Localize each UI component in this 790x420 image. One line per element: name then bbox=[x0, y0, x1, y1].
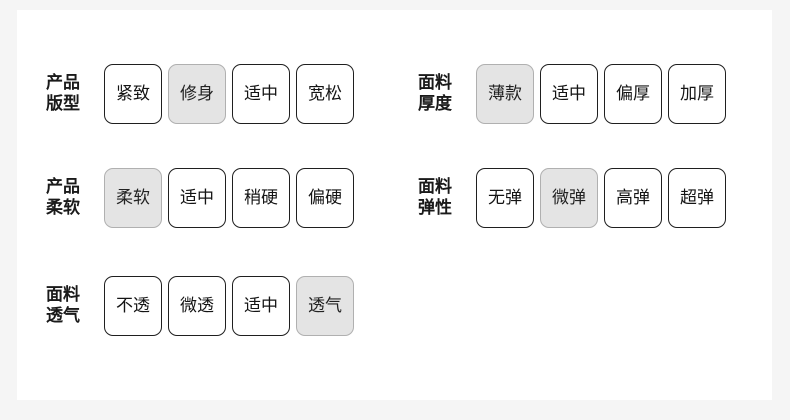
attribute-label-line: 产品 bbox=[46, 177, 80, 197]
attribute-label-line: 面料 bbox=[418, 73, 452, 93]
attribute-label: 产品版型 bbox=[46, 73, 104, 115]
option-box[interactable]: 无弹 bbox=[476, 168, 534, 228]
attribute-row: 面料弹性无弹微弹高弹超弹 bbox=[418, 168, 726, 228]
option-group: 不透微透适中透气 bbox=[104, 276, 354, 336]
option-box[interactable]: 适中 bbox=[232, 276, 290, 336]
attribute-label-line: 面料 bbox=[418, 177, 452, 197]
option-group: 无弹微弹高弹超弹 bbox=[476, 168, 726, 228]
option-box[interactable]: 适中 bbox=[232, 64, 290, 124]
attribute-row: 产品柔软柔软适中稍硬偏硬 bbox=[46, 168, 354, 228]
attribute-label-line: 柔软 bbox=[46, 198, 80, 218]
option-box[interactable]: 宽松 bbox=[296, 64, 354, 124]
option-box[interactable]: 超弹 bbox=[668, 168, 726, 228]
attribute-label: 面料弹性 bbox=[418, 177, 476, 219]
option-box[interactable]: 适中 bbox=[168, 168, 226, 228]
option-box[interactable]: 不透 bbox=[104, 276, 162, 336]
attribute-label-line: 透气 bbox=[46, 306, 80, 326]
attribute-label: 产品柔软 bbox=[46, 177, 104, 219]
attribute-label: 面料厚度 bbox=[418, 73, 476, 115]
attribute-label-line: 版型 bbox=[46, 94, 80, 114]
attribute-label: 面料透气 bbox=[46, 285, 104, 327]
option-box-selected[interactable]: 微弹 bbox=[540, 168, 598, 228]
option-box[interactable]: 高弹 bbox=[604, 168, 662, 228]
option-box-selected[interactable]: 透气 bbox=[296, 276, 354, 336]
option-box[interactable]: 加厚 bbox=[668, 64, 726, 124]
option-box[interactable]: 适中 bbox=[540, 64, 598, 124]
option-group: 紧致修身适中宽松 bbox=[104, 64, 354, 124]
option-box[interactable]: 偏厚 bbox=[604, 64, 662, 124]
attribute-label-line: 厚度 bbox=[418, 94, 452, 114]
attribute-columns: 产品版型紧致修身适中宽松产品柔软柔软适中稍硬偏硬面料透气不透微透适中透气面料厚度… bbox=[17, 10, 772, 400]
product-attributes-card: 产品版型紧致修身适中宽松产品柔软柔软适中稍硬偏硬面料透气不透微透适中透气面料厚度… bbox=[17, 10, 772, 400]
option-box-selected[interactable]: 薄款 bbox=[476, 64, 534, 124]
option-box[interactable]: 紧致 bbox=[104, 64, 162, 124]
option-box[interactable]: 稍硬 bbox=[232, 168, 290, 228]
option-box[interactable]: 偏硬 bbox=[296, 168, 354, 228]
option-group: 薄款适中偏厚加厚 bbox=[476, 64, 726, 124]
option-box[interactable]: 微透 bbox=[168, 276, 226, 336]
attribute-label-line: 面料 bbox=[46, 285, 80, 305]
attribute-label-line: 弹性 bbox=[418, 198, 452, 218]
attribute-label-line: 产品 bbox=[46, 73, 80, 93]
attribute-row: 面料厚度薄款适中偏厚加厚 bbox=[418, 64, 726, 124]
option-group: 柔软适中稍硬偏硬 bbox=[104, 168, 354, 228]
option-box-selected[interactable]: 柔软 bbox=[104, 168, 162, 228]
attribute-row: 面料透气不透微透适中透气 bbox=[46, 276, 354, 336]
option-box-selected[interactable]: 修身 bbox=[168, 64, 226, 124]
attribute-row: 产品版型紧致修身适中宽松 bbox=[46, 64, 354, 124]
